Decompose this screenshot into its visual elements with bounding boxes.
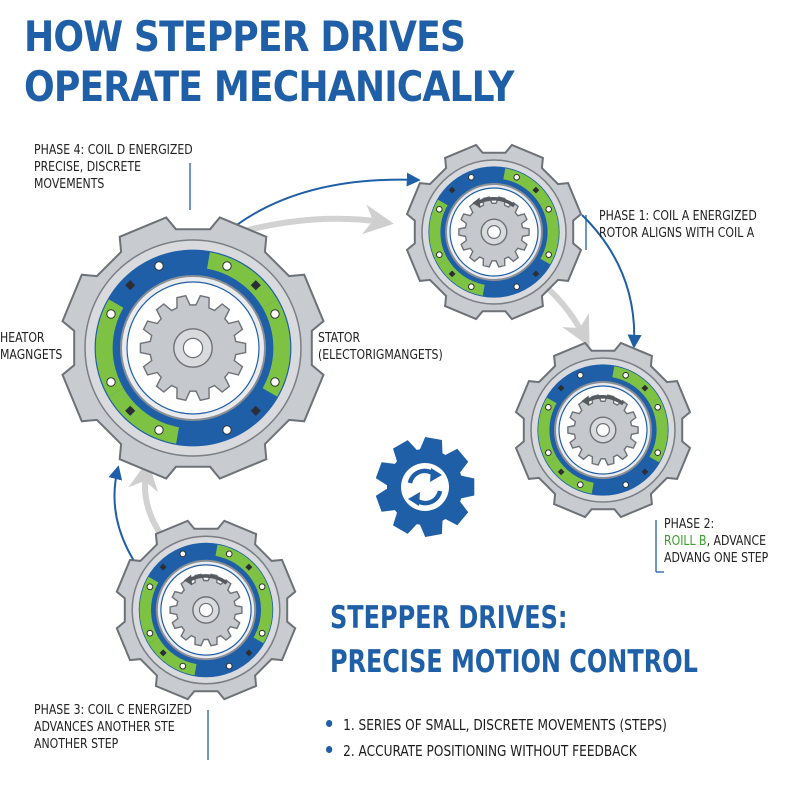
phase-2-line-2: ROILL B, ADVANCE <box>664 533 768 550</box>
phase-2-line-2-rest: , ADVANCE <box>706 533 767 549</box>
magnets-line-1: HEATOR <box>0 330 45 346</box>
stator-line-2: (ELECTORIGMANGETS) <box>318 347 443 363</box>
phase-3-line-1: PHASE 3: COIL C ENERGIZED <box>34 702 192 718</box>
phase-3-label: PHASE 3: COIL C ENERGIZED ADVANCES ANOTH… <box>34 702 192 753</box>
feature-item: 2. ACCURATE POSITIONING WITHOUT FEEDBACK <box>326 738 667 764</box>
phase-2-label: PHASE 2: ROILL B, ADVANCE ADVANG ONE STE… <box>664 516 768 567</box>
phase-1-line-1: PHASE 1: COIL A ENERGIZED <box>599 208 757 224</box>
phase-4-line-2: PRECISE, DISCRETE <box>34 159 142 175</box>
phase-2-line-1: PHASE 2: <box>664 516 715 532</box>
feature-item: 1. SERIES OF SMALL, DISCRETE MOVEMENTS (… <box>326 712 667 738</box>
magnets-label: HEATOR MAGNGETS <box>0 330 62 364</box>
phase-4-line-1: PHASE 4: COIL D ENERGIZED <box>34 142 193 158</box>
stepper-motor-icon <box>405 143 583 321</box>
phase-1-label: PHASE 1: COIL A ENERGIZED ROTOR ALIGNS W… <box>599 208 757 242</box>
page-title-line-1: HOW STEPPER DRIVES <box>24 12 466 61</box>
leader-lines <box>189 163 664 760</box>
gear-cycle-icon <box>375 437 475 537</box>
feature-list: 1. SERIES OF SMALL, DISCRETE MOVEMENTS (… <box>326 712 667 764</box>
phase-2-line-3: ADVANG ONE STEP <box>664 550 769 566</box>
page-title-line-2: OPERATE MECHANICALLY <box>24 62 514 111</box>
phase-2-highlight: ROILL B <box>664 533 707 549</box>
phase-4-line-3: MOVEMENTS <box>34 176 105 192</box>
headline: STEPPER DRIVES: PRECISE MOTION CONTROL <box>330 596 698 684</box>
stepper-motor-icon <box>115 519 297 701</box>
stator-line-1: STATOR <box>318 330 361 346</box>
phase-1-line-2: ROTOR ALIGNS WITH COIL A <box>599 225 755 241</box>
stepper-motor-icon <box>61 216 325 480</box>
headline-line-1: STEPPER DRIVES: <box>330 600 568 636</box>
phase-4-label: PHASE 4: COIL D ENERGIZED PRECISE, DISCR… <box>34 142 193 193</box>
phase-3-line-2: ADVANCES ANOTHER STE <box>34 719 175 735</box>
stepper-motor-icon <box>514 341 692 519</box>
stator-label: STATOR (ELECTORIGMANGETS) <box>318 330 443 364</box>
headline-line-2: PRECISE MOTION CONTROL <box>330 644 698 680</box>
page-title: HOW STEPPER DRIVES OPERATE MECHANICALLY <box>24 12 514 112</box>
magnets-line-2: MAGNGETS <box>0 347 63 363</box>
phase-3-line-3: ANOTHER STEP <box>34 736 119 752</box>
